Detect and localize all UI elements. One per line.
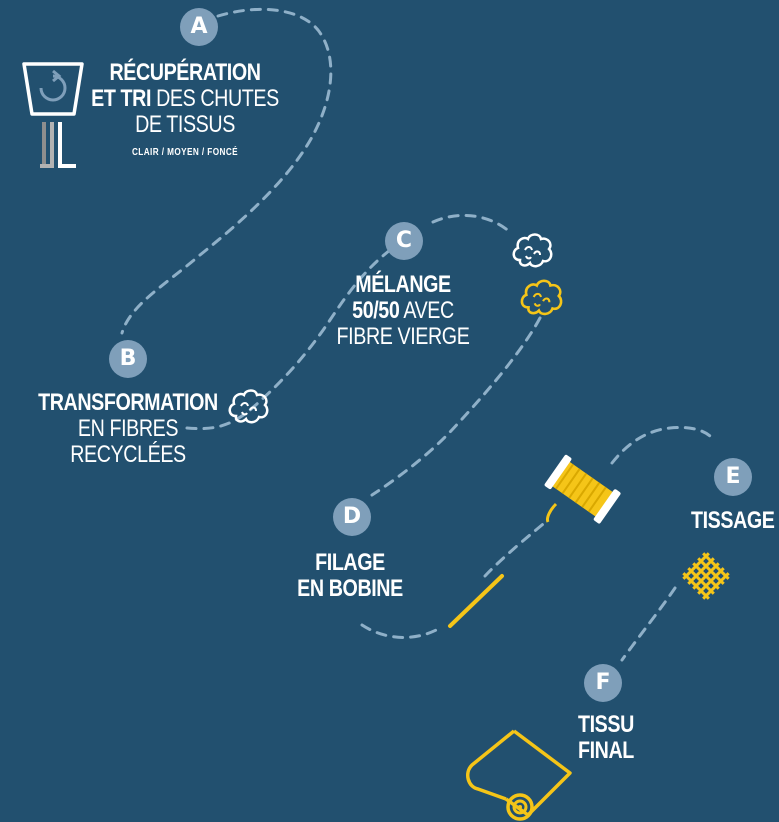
needle-icon (448, 574, 504, 628)
recycle-bin-icon (22, 62, 84, 168)
step-d-line1: FILAGE (315, 549, 385, 576)
step-a-line3: DE TISSUS (135, 110, 235, 138)
step-f-line2: FINAL (578, 736, 634, 764)
thread-spool-icon (544, 454, 621, 524)
step-d-label: FILAGE EN BOBINE (293, 550, 408, 602)
step-c-line2-bold: 50/50 (352, 296, 400, 324)
step-b-badge: B (109, 340, 147, 378)
step-c-line2-light: AVEC (399, 296, 454, 324)
step-e-badge: E (714, 458, 752, 496)
step-a-line2-light: DES CHUTES (151, 84, 279, 112)
step-e-label: TISSAGE (691, 507, 775, 534)
step-d-line2: EN BOBINE (297, 574, 403, 602)
step-c-badge: C (385, 222, 423, 260)
step-a-line2-bold: ET TRI (91, 84, 152, 112)
step-a-subtitle: CLAIR / MOYEN / FONCÉ (131, 146, 239, 158)
step-d-badge: D (333, 498, 371, 536)
step-c-line3: FIBRE VIERGE (336, 322, 470, 350)
step-f-label: TISSU FINAL (578, 712, 644, 764)
step-a-line1: RÉCUPÉRATION (109, 59, 261, 86)
step-b-line2: EN FIBRES (77, 414, 179, 442)
step-b-line1: TRANSFORMATION (38, 389, 218, 416)
woven-fabric-icon (682, 552, 730, 600)
fiber-cloud-yellow-icon (520, 279, 563, 316)
step-c-line1: MÉLANGE (355, 271, 451, 298)
fiber-cloud-icon (512, 233, 553, 268)
step-c-label: MÉLANGE 50/50 AVEC FIBRE VIERGE (333, 272, 472, 350)
step-f-line1: TISSU (578, 711, 634, 738)
step-b-label: TRANSFORMATION EN FIBRES RECYCLÉES (38, 390, 218, 468)
step-b-line3: RECYCLÉES (70, 440, 186, 468)
step-f-badge: F (584, 664, 622, 702)
fabric-roll-icon (466, 729, 572, 821)
step-e-line1: TISSAGE (691, 507, 775, 534)
step-a-label: RÉCUPÉRATION ET TRI DES CHUTES DE TISSUS… (91, 60, 280, 159)
step-a-badge: A (180, 8, 218, 46)
fiber-cloud-icon (228, 389, 269, 424)
